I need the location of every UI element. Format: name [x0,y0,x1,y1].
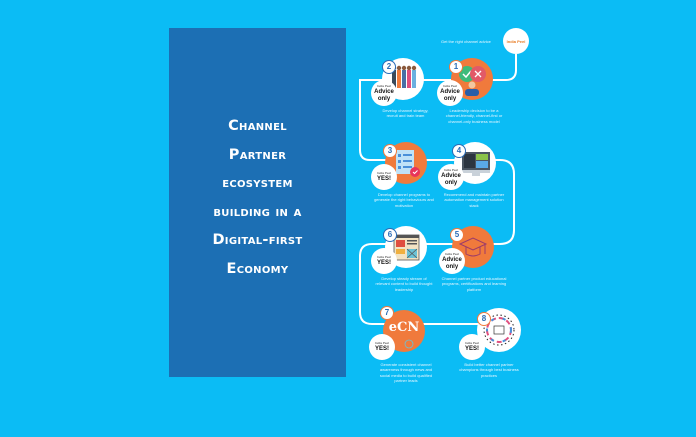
step-8-badge: India Peel YES! [459,334,485,360]
badge-logo-text: India Peel [376,84,391,88]
decision-check-cross-icon [459,66,486,96]
monitor-dashboard-icon [462,152,490,176]
step-3-number: 3 [383,144,397,158]
company-logo: India Peel [503,28,529,54]
step-5-badge-label: Advice only [442,257,462,270]
step-7-badge-label: YES! [374,346,389,353]
step-2-badge: India Peel Advice only [371,80,397,106]
badge-logo-text: India Peel [464,341,479,346]
step-7-description: Generate consistent channel awareness th… [379,362,433,384]
badge-logo-text: India Peel [376,171,391,176]
content-layout-icon [393,234,420,261]
step-8-description: Build better channel partner champions t… [459,362,519,378]
flow-connector [359,54,517,325]
step-7-badge: India Peel YES! [369,334,395,360]
step-6-number: 6 [383,228,397,242]
step-3-description: Develop channel programs to generate the… [374,192,434,208]
step-1-badge-label: Advice only [440,89,460,102]
step-4-badge: India Peel Advice only [438,164,464,190]
step-1-badge: India Peel Advice only [437,80,463,106]
badge-logo-text: India Peel [374,341,389,346]
step-2-number: 2 [382,60,396,74]
title-line: Partner [228,146,287,163]
step-8-badge-label: YES! [464,346,479,353]
step-6-badge: India Peel YES! [371,248,397,274]
title-line: building in a [213,203,302,220]
badge-logo-text: India Peel [443,168,458,172]
intro-text: Get the right channel advice [441,39,491,44]
title-line: Digital-first [212,232,303,248]
step-1-number: 1 [449,60,463,74]
title-line: Economy [226,260,289,277]
partner-network-icon [483,314,515,346]
step-1-description: Leadership decision to be a channel-frie… [445,108,503,124]
step-5-description: Channel partner product educational prog… [441,276,507,292]
step-3-badge-label: YES! [376,176,391,183]
step-6-description: Develop steady stream of relevant conten… [375,276,433,292]
step-3-badge: India Peel YES! [371,164,397,190]
step-8-number: 8 [477,312,491,326]
badge-logo-text: India Peel [442,84,457,88]
step-7-number: 7 [380,306,394,320]
title-line: ecosystem [222,175,293,191]
ecn-logo-icon: eCN [388,320,420,335]
main-title: Channel Partner ecosystem building in a … [169,112,346,283]
step-6-badge-label: YES! [376,260,391,267]
graduation-cap-icon [458,237,488,257]
step-4-number: 4 [452,144,466,158]
step-4-badge-label: Advice only [441,173,461,186]
title-line: Channel [228,118,287,134]
step-4-description: Recommend and maintain partner automatio… [443,192,505,208]
network-doodle-icon [404,339,414,349]
badge-logo-text: India Peel [376,255,391,260]
step-2-badge-label: Advice only [374,89,394,102]
step-5-badge: India Peel Advice only [439,248,465,274]
checklist-icon [396,150,420,177]
logo-text: India Peel [506,38,526,44]
step-2-description: Develop channel strategy, recruit and tr… [382,108,429,119]
step-5-number: 5 [450,228,464,242]
title-panel: Channel Partner ecosystem building in a … [169,28,346,377]
badge-logo-text: India Peel [444,252,459,256]
